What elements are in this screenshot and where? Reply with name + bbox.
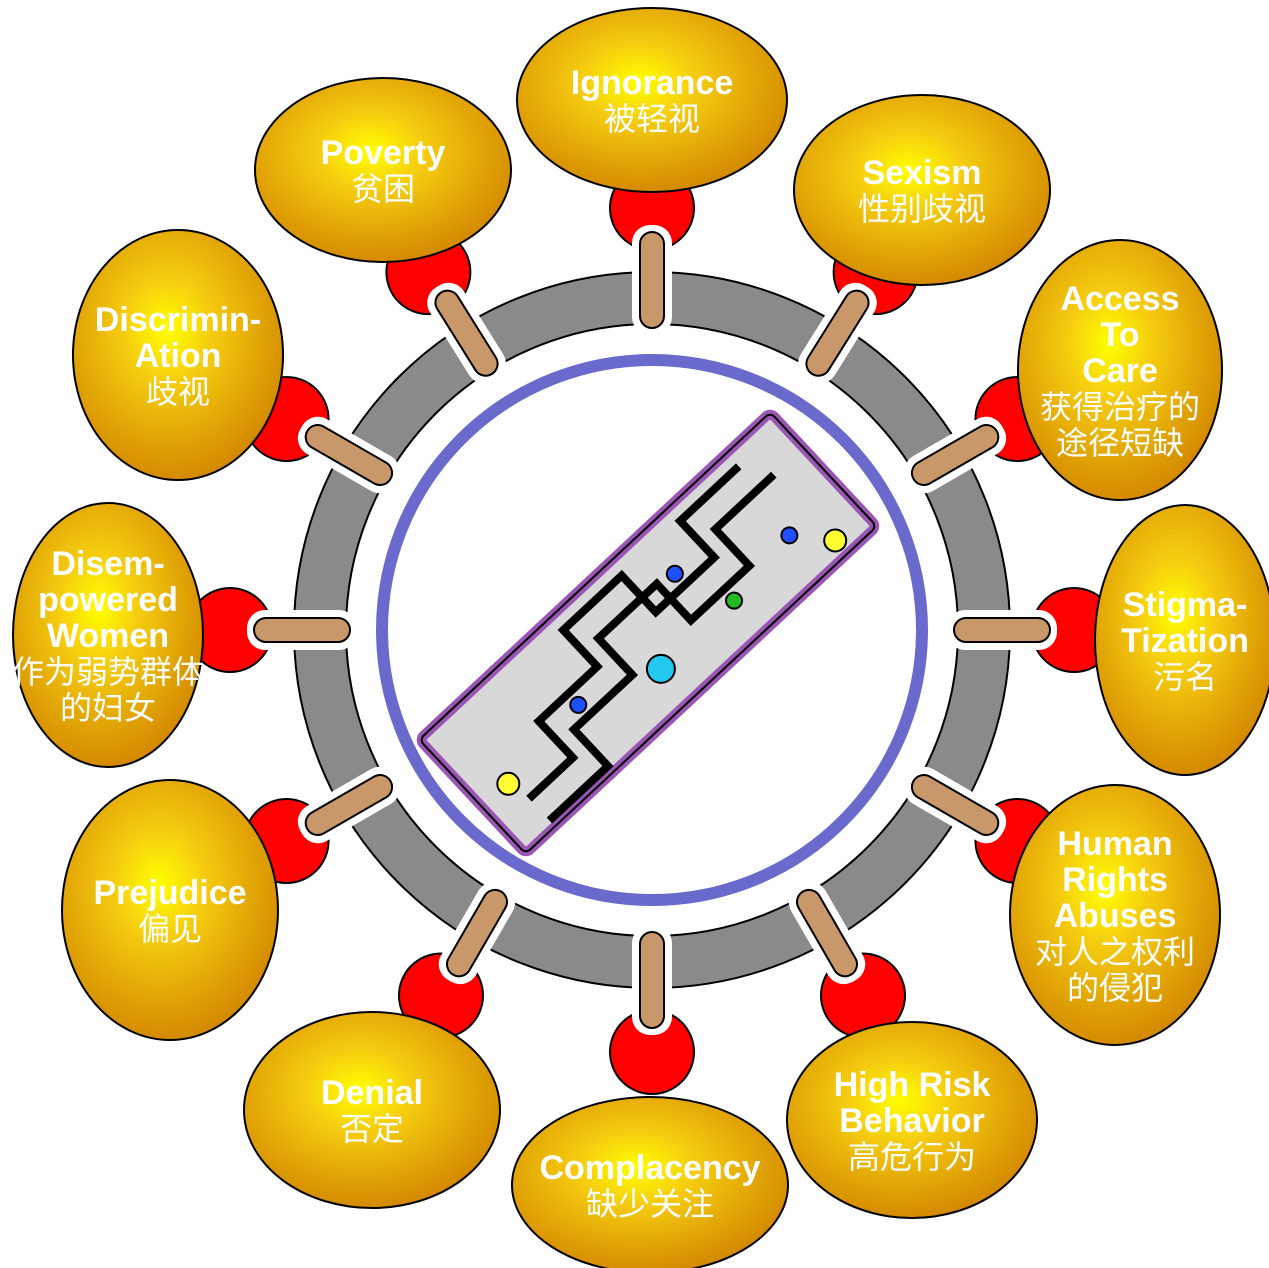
human-rights-abuses-label-zh: 对人之权利 (1035, 933, 1195, 971)
stigmatization-spike (947, 610, 1057, 650)
complacency-spike (632, 925, 672, 1035)
high-risk-behavior-bubble (786, 1021, 1038, 1219)
denial-label-zh: 否定 (340, 1110, 404, 1148)
disempowered-women-label: Women (47, 617, 169, 655)
access-to-care-label-zh: 获得治疗的 (1040, 388, 1200, 426)
ignorance-label-zh: 被轻视 (604, 100, 700, 138)
stigmatization-bubble (1094, 504, 1269, 776)
prejudice-bubble (61, 779, 279, 1041)
poverty-bubble (254, 77, 512, 263)
disempowered-women-label-zh: 作为弱势群体 (12, 653, 204, 691)
high-risk-behavior-spike (788, 882, 866, 985)
discrimination-bubble (72, 229, 284, 481)
human-rights-abuses-label: Abuses (1054, 897, 1177, 935)
sexism-spike (798, 282, 877, 384)
human-rights-abuses-bubble (1009, 784, 1221, 1046)
sexism-label-zh: 性别歧视 (858, 190, 986, 228)
sexism-bubble (793, 94, 1051, 286)
complacency-label-zh: 缺少关注 (586, 1185, 714, 1223)
prejudice-spike (297, 766, 400, 844)
access-to-care-spike (904, 416, 1007, 494)
high-risk-behavior-label: High Risk (834, 1066, 991, 1104)
access-to-care-label: To (1100, 316, 1139, 354)
access-to-care-label: Care (1082, 352, 1158, 390)
high-risk-behavior-label: Behavior (839, 1102, 985, 1140)
access-to-care-label: Access (1060, 280, 1179, 318)
denial-label: Denial (321, 1074, 423, 1112)
gene-strip-icon (416, 409, 880, 857)
human-rights-abuses-label: Human (1057, 825, 1172, 863)
sexism-label: Sexism (862, 154, 981, 192)
denial-spike (438, 882, 516, 985)
complacency-bubble (511, 1096, 789, 1268)
disempowered-women-label-zh: 的妇女 (60, 689, 156, 727)
stigmatization-label: Stigma- (1123, 586, 1248, 624)
ignorance-bubble (516, 7, 788, 193)
ignorance-spike (632, 225, 672, 335)
prejudice-label: Prejudice (93, 874, 246, 912)
discrimination-label: Discrimin- (95, 301, 261, 339)
ignorance-label: Ignorance (571, 64, 733, 102)
disempowered-women-label: Disem- (51, 545, 164, 583)
prejudice-label-zh: 偏见 (138, 910, 202, 948)
denial-bubble (243, 1011, 501, 1209)
stigmatization-label-zh: 污名 (1153, 658, 1217, 696)
poverty-spike (427, 282, 506, 384)
discrimination-label: Ation (135, 337, 222, 375)
access-to-care-label-zh: 途径短缺 (1056, 424, 1184, 462)
poverty-label: Poverty (321, 134, 446, 172)
disempowered-women-spike (247, 610, 357, 650)
access-to-care-bubble (1017, 239, 1223, 501)
complacency-label: Complacency (539, 1149, 760, 1187)
disempowered-women-label: powered (38, 581, 178, 619)
discrimination-spike (297, 416, 400, 494)
human-rights-abuses-spike (904, 766, 1007, 844)
high-risk-behavior-label-zh: 高危行为 (848, 1138, 976, 1176)
poverty-label-zh: 贫困 (351, 170, 415, 208)
human-rights-abuses-label: Rights (1062, 861, 1168, 899)
disempowered-women-bubble (12, 502, 204, 768)
human-rights-abuses-label-zh: 的侵犯 (1067, 969, 1163, 1007)
stigmatization-label: Tization (1121, 622, 1249, 660)
discrimination-label-zh: 歧视 (146, 373, 210, 411)
